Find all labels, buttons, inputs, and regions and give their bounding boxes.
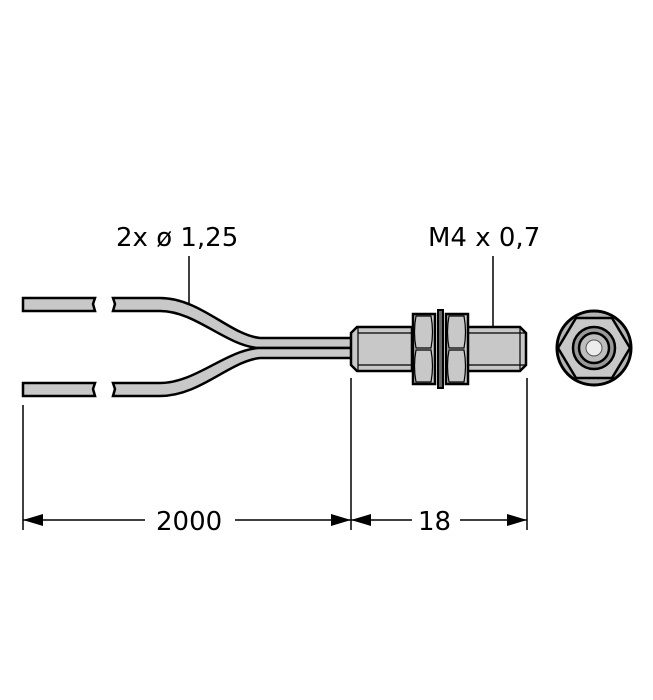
washer: [437, 309, 444, 389]
hex-nut-left: [411, 312, 437, 386]
cable-upper: [111, 296, 354, 350]
sensor-face-view: [555, 309, 633, 387]
cable-length-label: 2000: [156, 507, 222, 537]
cable-left-segments: [21, 296, 97, 398]
hex-nut-right: [444, 312, 470, 386]
dimension-housing-length: 18: [351, 507, 527, 537]
cable-lower: [111, 346, 354, 398]
extension-lines: [22, 378, 528, 530]
dimension-cable-length: 2000: [23, 507, 351, 537]
housing-length-label: 18: [418, 507, 451, 537]
thread-label: M4 x 0,7: [428, 223, 540, 253]
cable-diameter-label: 2x ø 1,25: [116, 223, 238, 253]
